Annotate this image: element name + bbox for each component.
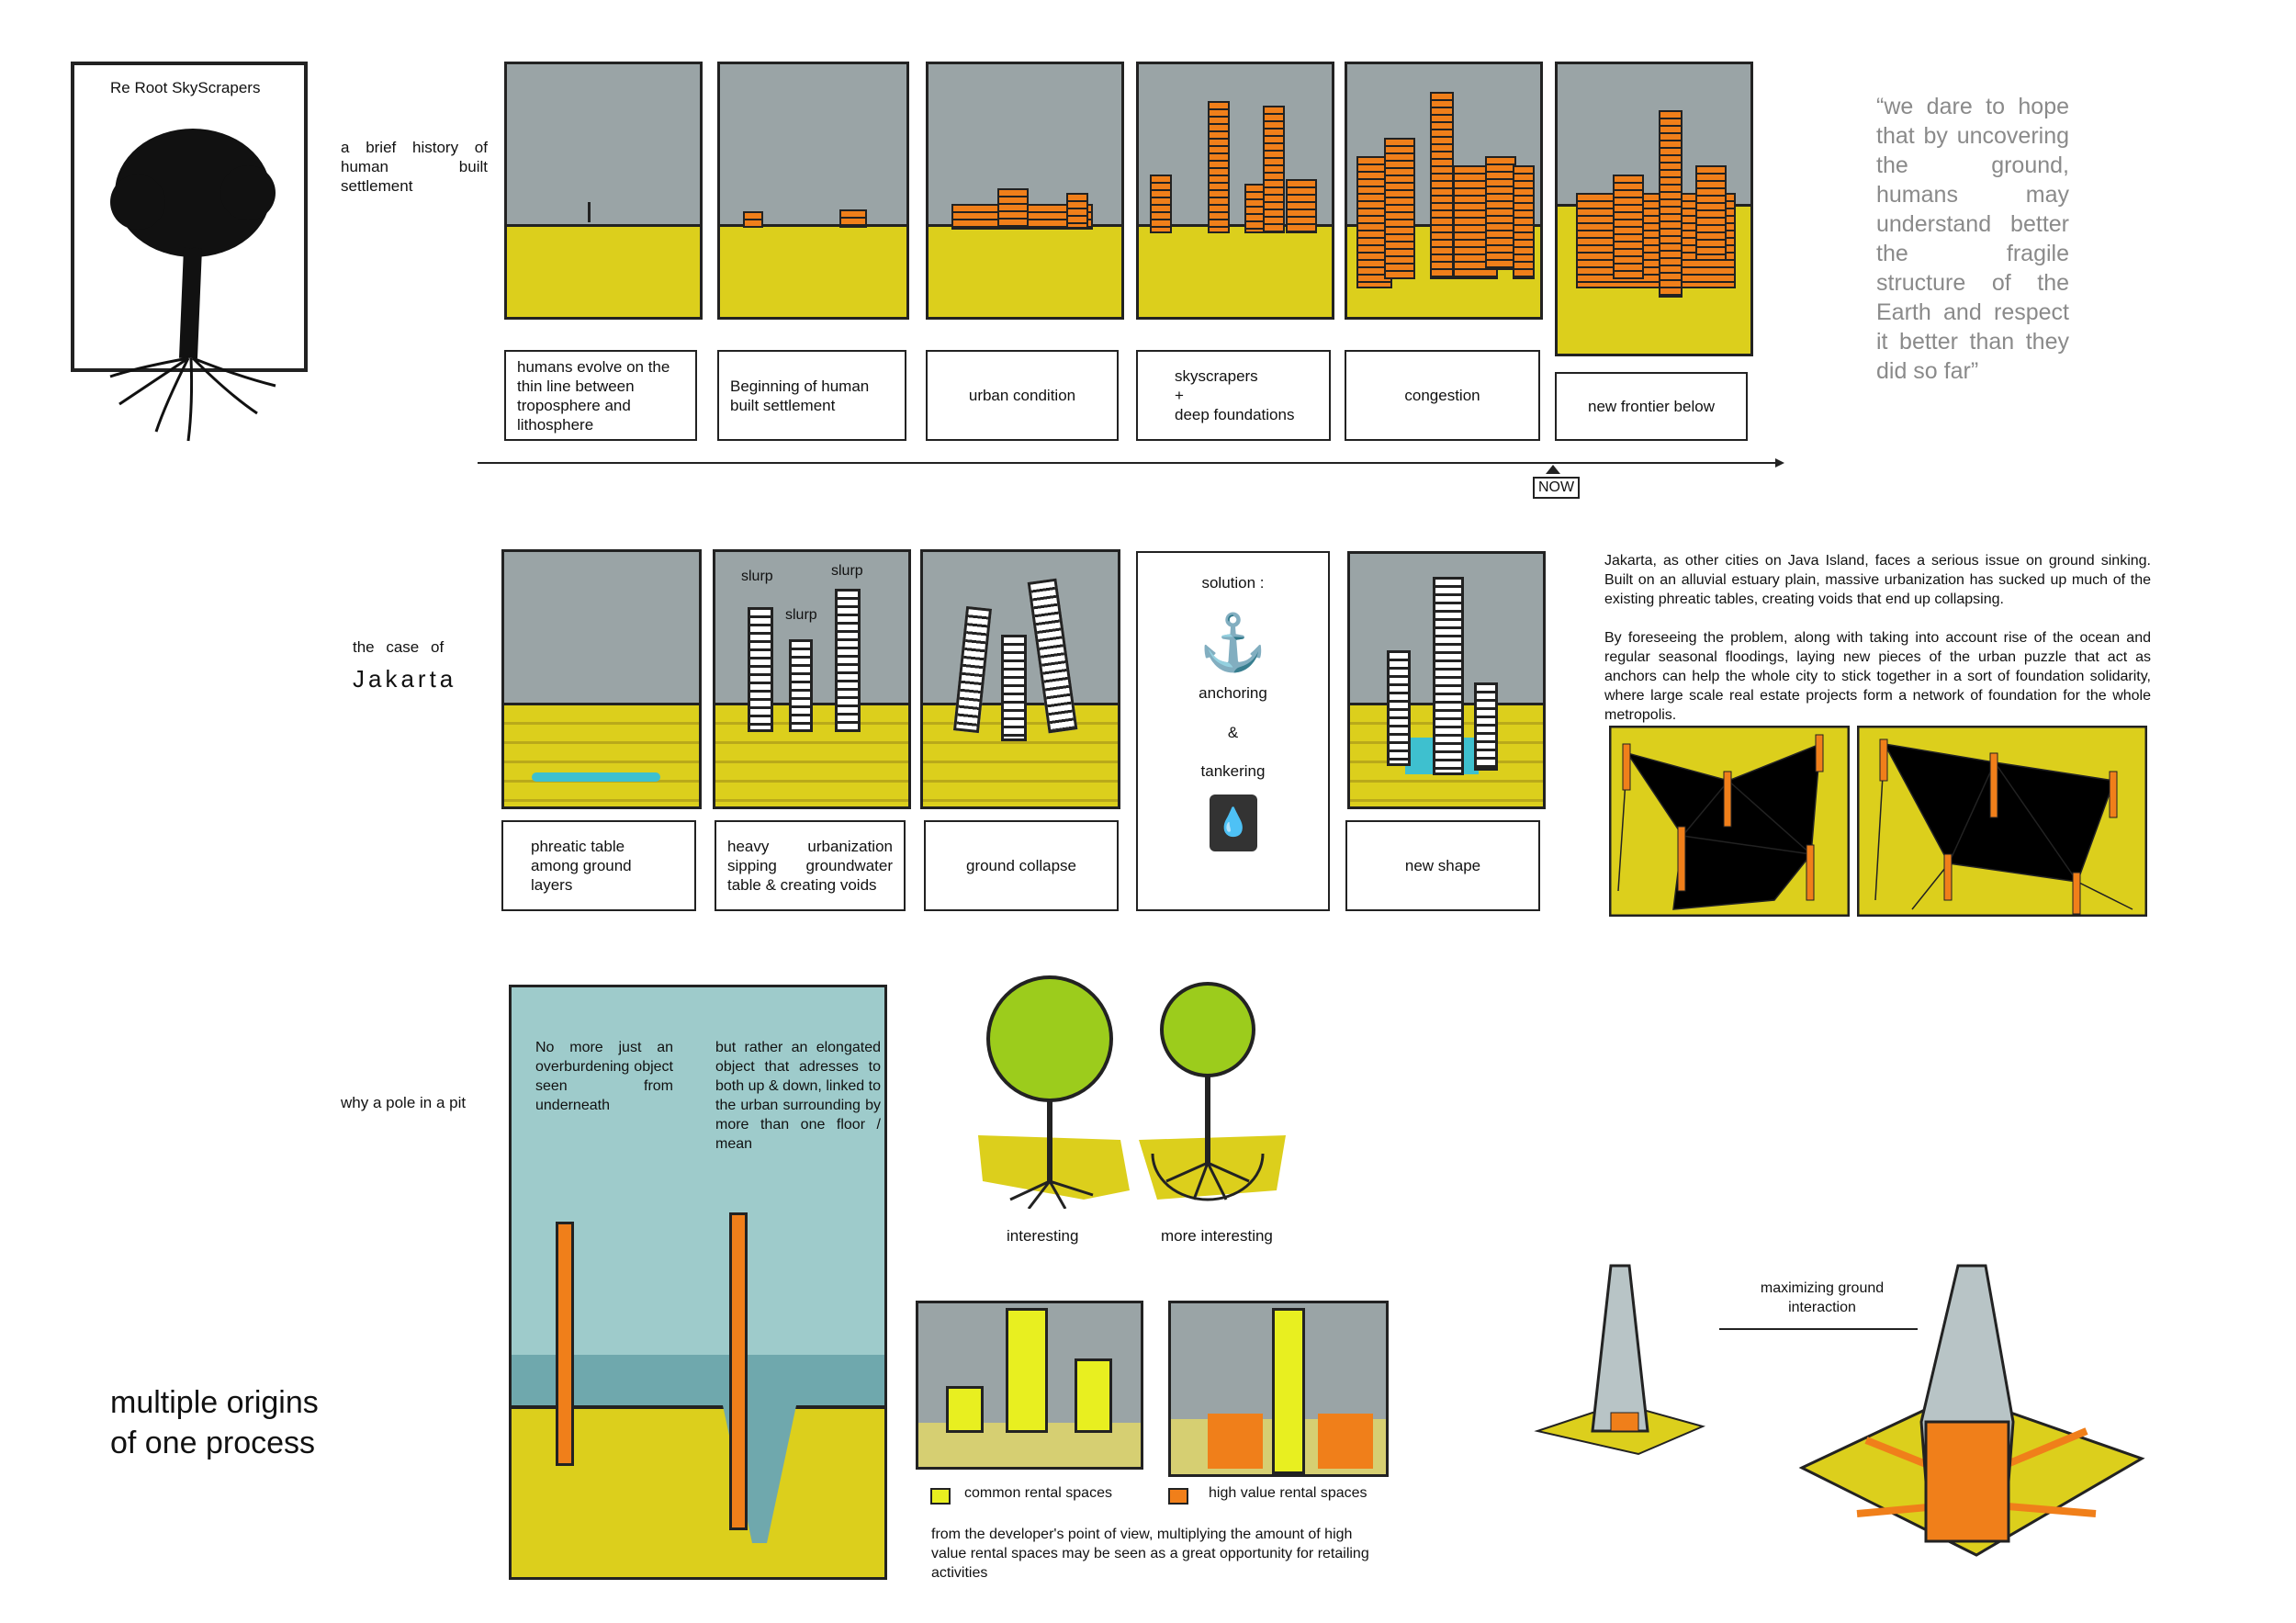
history-panel-2: [717, 62, 909, 320]
solution-tankering: tankering: [1200, 762, 1266, 780]
legend-high-label: high value rental spaces: [1209, 1485, 1367, 1501]
jakarta-panel-2: slurp slurp slurp: [713, 549, 911, 809]
now-marker: NOW: [1533, 477, 1581, 499]
anchor-icon: ⚓: [1199, 612, 1267, 673]
history-caption-4: skyscrapers + deep foundations: [1136, 350, 1331, 441]
pit-label: why a pole in a pit: [341, 1094, 467, 1111]
tree-roots-illustration: [109, 129, 276, 442]
double-arrow: [1719, 1328, 1918, 1330]
history-panel-5: [1345, 62, 1543, 320]
tower-illustration-large: [1798, 1264, 2145, 1557]
jakarta-panel-4: [1347, 551, 1546, 809]
water-tank-icon: 💧: [1210, 795, 1257, 851]
timeline-axis: [478, 462, 1777, 464]
rental-diagram-common: [916, 1301, 1143, 1470]
process-title: multiple origins of one process: [110, 1385, 319, 1460]
history-caption-3: urban condition: [926, 350, 1119, 441]
jakarta-label-big: Jakarta: [353, 665, 457, 693]
poster-card: [71, 62, 308, 372]
solution-and: &: [1227, 724, 1239, 741]
now-pointer: [1546, 465, 1560, 474]
anchor-network-map-1: [1609, 726, 1850, 917]
history-caption-5: congestion: [1345, 350, 1540, 441]
rental-footer: from the developer's point of view, mult…: [931, 1527, 1369, 1581]
tower-illustration-small: [1534, 1264, 1706, 1456]
quote: “we dare to hope that by uncovering the …: [1876, 94, 2069, 384]
jakarta-text: Jakarta, as other cities on Java Island,…: [1604, 551, 2151, 725]
solution-title: solution :: [1201, 574, 1265, 592]
solution-box: [1136, 551, 1330, 911]
history-caption-2: Beginning of human built settlement: [717, 350, 906, 441]
poster-card-title: Re Root SkyScrapers: [110, 79, 261, 96]
trees-illustration: [978, 975, 1286, 1209]
tree-label-left: interesting: [1007, 1227, 1079, 1245]
pit-illustration: No more just an overburdening object see…: [509, 985, 887, 1580]
jakarta-caption-3: ground collapse: [924, 820, 1119, 911]
history-label: a brief history of human built settlemen…: [341, 139, 488, 195]
pit-text-right: but rather an elongated object that adre…: [715, 1040, 881, 1152]
jakarta-caption-1: phreatic table among ground layers: [501, 820, 696, 911]
anchor-network-map-2: [1857, 726, 2147, 917]
jakarta-text-p2: By foreseeing the problem, along with ta…: [1604, 630, 2151, 723]
history-caption-1: humans evolve on the thin line between t…: [504, 350, 697, 441]
jakarta-text-p1: Jakarta, as other cities on Java Island,…: [1604, 553, 2151, 607]
solution-anchoring: anchoring: [1199, 684, 1267, 702]
jakarta-caption-2: heavy urbanization sipping groundwater t…: [715, 820, 906, 911]
timeline-arrowhead: [1775, 458, 1784, 468]
pit-text-left: No more just an overburdening object see…: [535, 1040, 673, 1113]
jakarta-caption-4: new shape: [1345, 820, 1540, 911]
history-panel-6: [1555, 62, 1753, 356]
history-panel-4: [1136, 62, 1334, 320]
history-caption-6: new frontier below: [1555, 372, 1748, 441]
jakarta-label-small: the case of: [353, 638, 445, 656]
slurp-3: slurp: [831, 563, 863, 579]
slurp-2: slurp: [785, 607, 817, 623]
towers-label: maximizing ground interaction: [1760, 1280, 1885, 1315]
slurp-1: slurp: [741, 569, 773, 584]
tree-label-right: more interesting: [1161, 1227, 1273, 1245]
jakarta-panel-1: [501, 549, 702, 809]
rental-diagram-high-value: [1168, 1301, 1389, 1477]
legend-high-swatch: [1168, 1488, 1188, 1505]
legend-common-label: common rental spaces: [964, 1485, 1112, 1501]
history-panel-1: [504, 62, 703, 320]
jakarta-panel-3: [920, 549, 1120, 809]
history-panel-3: [926, 62, 1124, 320]
legend-common-swatch: [930, 1488, 951, 1505]
